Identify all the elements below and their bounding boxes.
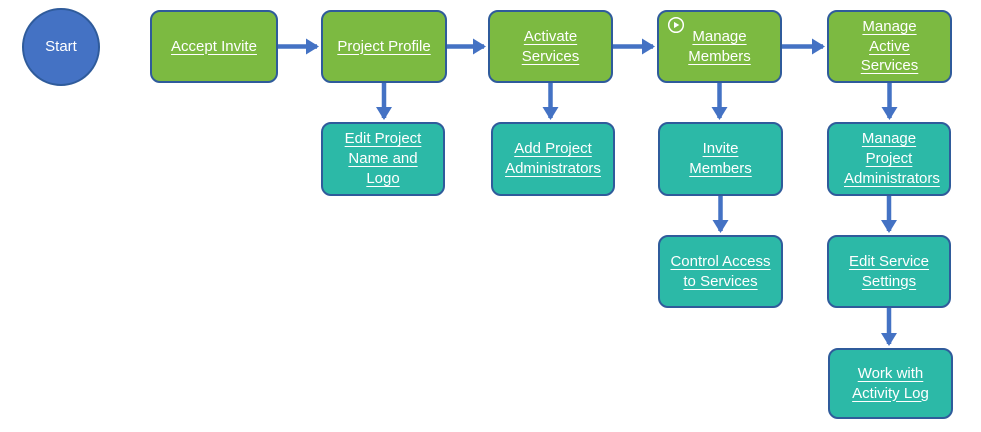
node-control-access-to-services[interactable]: Control Access to Services bbox=[658, 235, 783, 308]
node-edit-service-settings[interactable]: Edit Service Settings bbox=[827, 235, 951, 308]
node-invite-members[interactable]: Invite Members bbox=[658, 122, 783, 196]
node-label-project-profile[interactable]: Project Profile bbox=[337, 37, 431, 55]
node-label-activate-services[interactable]: Activate Services bbox=[521, 27, 580, 65]
node-manage-project-administrators[interactable]: Manage Project Administrators bbox=[827, 122, 951, 196]
node-label-add-project-administrators[interactable]: Add Project Administrators bbox=[505, 140, 601, 177]
node-edit-project-name-logo[interactable]: Edit Project Name and Logo bbox=[321, 122, 445, 196]
play-icon bbox=[667, 16, 685, 34]
node-label-accept-invite[interactable]: Accept Invite bbox=[171, 37, 257, 55]
node-label-control-access-to-services[interactable]: Control Access to Services bbox=[670, 252, 771, 290]
node-label-manage-active-services[interactable]: Manage Active Services bbox=[860, 17, 919, 75]
node-label-work-with-activity-log[interactable]: Work with Activity Log bbox=[852, 364, 929, 402]
node-activate-services[interactable]: Activate Services bbox=[488, 10, 613, 83]
node-label-edit-project-name-logo[interactable]: Edit Project Name and Logo bbox=[344, 130, 422, 187]
node-work-with-activity-log[interactable]: Work with Activity Log bbox=[828, 348, 953, 419]
node-label-edit-service-settings[interactable]: Edit Service Settings bbox=[848, 252, 930, 290]
node-label-invite-members[interactable]: Invite Members bbox=[689, 140, 752, 177]
node-start[interactable]: Start bbox=[22, 8, 100, 86]
node-accept-invite[interactable]: Accept Invite bbox=[150, 10, 278, 83]
node-project-profile[interactable]: Project Profile bbox=[321, 10, 447, 83]
node-add-project-administrators[interactable]: Add Project Administrators bbox=[491, 122, 615, 196]
node-manage-active-services[interactable]: Manage Active Services bbox=[827, 10, 952, 83]
node-label-start: Start bbox=[45, 38, 77, 56]
node-label-manage-members[interactable]: Manage Members bbox=[688, 27, 751, 65]
node-manage-members[interactable]: Manage Members bbox=[657, 10, 782, 83]
node-label-manage-project-administrators[interactable]: Manage Project Administrators bbox=[844, 130, 940, 187]
